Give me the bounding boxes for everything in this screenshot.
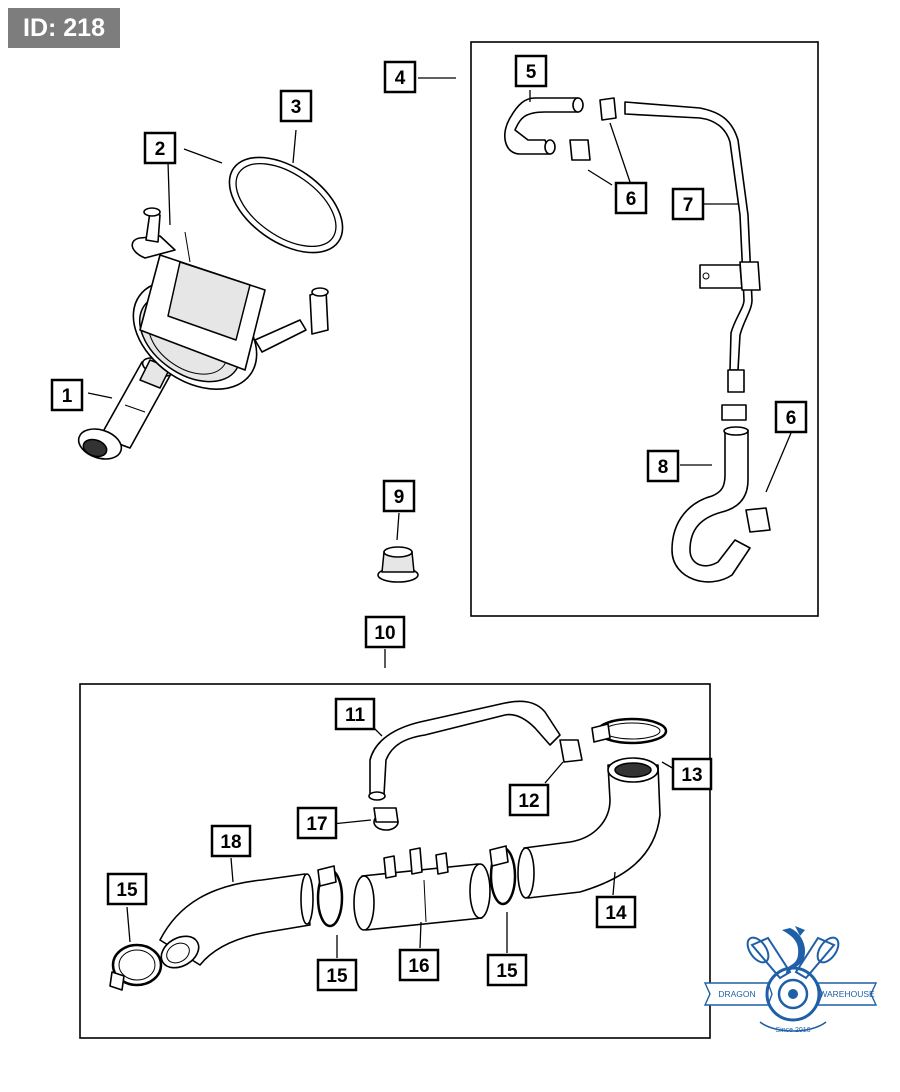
part-6-clamp-upper: [569, 97, 617, 161]
part-18-hose: [159, 873, 314, 969]
svg-text:13: 13: [681, 765, 702, 786]
kit-frame-lower: [79, 683, 711, 1039]
svg-text:6: 6: [626, 189, 637, 210]
callout-1: 1: [50, 378, 84, 412]
svg-text:14: 14: [605, 903, 627, 924]
part-17-clamp: [373, 807, 399, 831]
callout-16: 16: [398, 948, 440, 982]
id-badge: ID: 218: [8, 8, 120, 48]
callout-15-right: 15: [486, 953, 528, 987]
svg-text:6: 6: [786, 408, 797, 429]
part-15-clamp-a: [109, 943, 163, 991]
part-1-fitting: [77, 357, 175, 460]
callout-6-lower: 6: [774, 400, 808, 434]
callout-6-upper: 6: [614, 181, 648, 215]
svg-text:3: 3: [291, 97, 302, 118]
part-12-clamp: [559, 739, 583, 763]
dragon-warehouse-logo: DRAGON WAREHOUSE Since 2016: [703, 926, 878, 1034]
part-3-seal-ring: [228, 156, 344, 254]
callout-5: 5: [514, 54, 548, 88]
svg-text:18: 18: [220, 832, 241, 853]
callout-2: 2: [143, 131, 177, 165]
part-2-oil-cooler: [131, 207, 329, 391]
callout-15-middle: 15: [316, 958, 358, 992]
svg-text:10: 10: [374, 623, 395, 644]
kit-frame-upper: [470, 41, 819, 617]
svg-text:15: 15: [496, 961, 518, 982]
callout-14: 14: [595, 895, 637, 929]
callout-11: 11: [334, 697, 376, 731]
part-14-elbow-hose: [517, 757, 661, 899]
part-15-clamp-c: [489, 845, 517, 906]
svg-text:17: 17: [306, 814, 327, 835]
callout-17: 17: [296, 806, 338, 840]
svg-text:9: 9: [394, 487, 405, 508]
part-7-tube: [624, 101, 761, 393]
part-16-tee-connector: [353, 847, 491, 931]
leader-lines: [87, 77, 792, 958]
callout-10: 10: [364, 615, 406, 649]
svg-text:2: 2: [155, 139, 166, 160]
svg-text:1: 1: [62, 386, 73, 407]
svg-text:DRAGON: DRAGON: [718, 989, 755, 999]
part-11-hose: [368, 700, 561, 801]
part-8-hose: [671, 404, 771, 583]
svg-text:15: 15: [116, 880, 138, 901]
svg-text:12: 12: [518, 791, 539, 812]
svg-text:5: 5: [526, 62, 537, 83]
callout-4: 4: [383, 60, 417, 94]
callout-12: 12: [508, 783, 550, 817]
svg-text:WAREHOUSE: WAREHOUSE: [819, 989, 875, 999]
svg-text:8: 8: [658, 457, 669, 478]
part-5-hose: [504, 97, 584, 155]
svg-text:11: 11: [345, 705, 366, 726]
callout-7: 7: [671, 187, 705, 221]
callout-3: 3: [279, 89, 313, 123]
part-15-clamp-b: [316, 865, 344, 928]
callout-9: 9: [382, 479, 416, 513]
svg-text:Since 2016: Since 2016: [775, 1027, 810, 1034]
callout-13: 13: [671, 757, 713, 791]
callout-15-left: 15: [106, 872, 148, 906]
svg-text:4: 4: [395, 68, 406, 89]
svg-text:16: 16: [408, 956, 429, 977]
callout-8: 8: [646, 449, 680, 483]
callout-18: 18: [210, 824, 252, 858]
svg-text:15: 15: [326, 966, 348, 987]
part-9-nut: [377, 546, 419, 583]
part-13-band-clamp: [591, 717, 668, 745]
svg-text:7: 7: [683, 195, 694, 216]
